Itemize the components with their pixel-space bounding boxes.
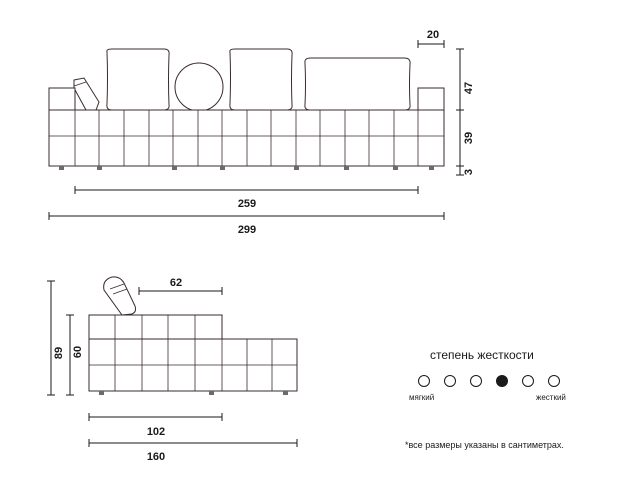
firmness-dot-4 — [496, 375, 508, 387]
back-cushion-middle — [229, 48, 293, 111]
back-cushion-left — [106, 48, 170, 111]
dim-seat-height-side: 60 — [72, 346, 84, 358]
firmness-dot-6 — [548, 375, 560, 387]
seat-base — [48, 109, 445, 167]
firmness-scale — [418, 375, 560, 387]
headrest — [73, 77, 100, 111]
firmness-dot-1 — [418, 375, 430, 387]
firmness-dot-5 — [522, 375, 534, 387]
front-view: 20 47 39 3 259 299 — [48, 29, 475, 236]
footnote: *все размеры указаны в сантиметрах. — [405, 440, 564, 450]
firmness-label-soft: мягкий — [409, 393, 435, 402]
dim-feet-height: 3 — [463, 169, 475, 175]
round-bolster — [174, 62, 224, 112]
side-headrest — [103, 276, 137, 316]
dim-back-height: 47 — [463, 82, 475, 94]
firmness-label-hard: жесткий — [536, 393, 566, 402]
front-seat-tufting — [74, 110, 419, 166]
dim-seat-depth: 102 — [147, 426, 165, 438]
side-feet — [99, 391, 288, 395]
dim-seat-height: 39 — [463, 132, 475, 144]
back-cushion-right — [304, 57, 411, 111]
dim-backrest-depth: 62 — [170, 277, 182, 289]
firmness-dot-3 — [470, 375, 482, 387]
side-tufting — [89, 315, 273, 391]
dim-total-height: 89 — [53, 347, 65, 359]
firmness-title: степень жесткости — [430, 348, 534, 362]
firmness-dot-2 — [444, 375, 456, 387]
front-feet — [59, 166, 434, 170]
dim-total-depth: 160 — [147, 451, 165, 463]
dim-seat-width: 259 — [238, 198, 256, 210]
dim-armrest-width: 20 — [427, 29, 439, 41]
dim-outer-width: 299 — [238, 224, 256, 236]
side-view: 62 89 60 102 160 — [47, 276, 298, 463]
